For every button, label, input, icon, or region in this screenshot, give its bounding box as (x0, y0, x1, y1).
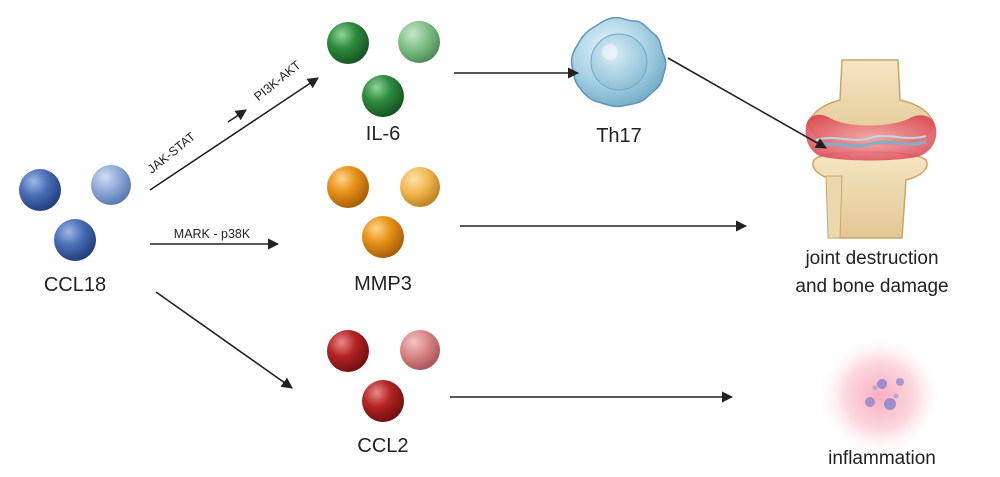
il6-molecule (398, 21, 440, 63)
arrow-ccl18-to-il6 (149, 77, 319, 191)
arrow-th17-to-joint (667, 57, 827, 149)
il6-molecule-cluster (327, 21, 440, 117)
mmp3-molecule-cluster (327, 166, 440, 258)
jak-stat-label: JAK-STAT (145, 129, 199, 176)
ccl18-label: CCL18 (44, 274, 106, 296)
inflammation-label: inflammation (828, 448, 936, 469)
pi3k-akt-label: PI3K-AKT (251, 58, 303, 104)
th17-cell-icon (570, 16, 667, 108)
joint-icon (805, 59, 937, 239)
th17-label: Th17 (596, 125, 642, 147)
ccl18-molecule (91, 165, 131, 205)
arrow-jak-stat-to-pi3k-akt (227, 109, 247, 123)
ccl2-molecule (400, 330, 440, 370)
ccl18-molecule (19, 169, 61, 211)
il6-molecule (362, 75, 404, 117)
ccl2-label: CCL2 (357, 435, 408, 457)
mmp3-molecule (362, 216, 404, 258)
ccl2-molecule (327, 330, 369, 372)
ccl18-molecule (54, 219, 96, 261)
il6-molecule (327, 22, 369, 64)
ccl18-molecule-cluster (19, 165, 131, 261)
mmp3-label: MMP3 (354, 273, 412, 295)
joint-destruction-label-line2: and bone damage (795, 276, 948, 297)
joint-destruction-label-line1: joint destruction (804, 248, 938, 269)
ccl2-molecule (362, 380, 404, 422)
inflammation-icon (818, 334, 942, 458)
mmp3-molecule (327, 166, 369, 208)
il6-label: IL-6 (366, 123, 400, 145)
ccl2-molecule-cluster (327, 330, 440, 422)
mmp3-molecule (400, 167, 440, 207)
mark-p38k-label: MARK - p38K (174, 227, 251, 241)
arrow-ccl18-to-ccl2 (155, 291, 293, 389)
